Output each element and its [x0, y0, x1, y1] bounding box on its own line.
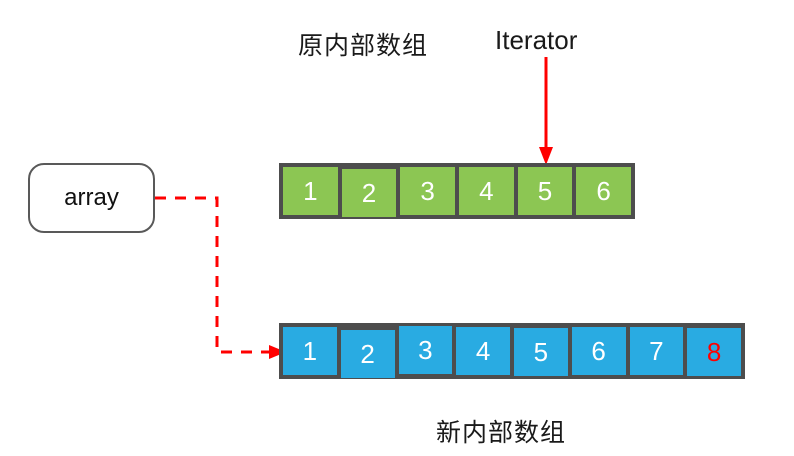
old-array-cell: 5: [517, 167, 573, 215]
old-array-title: 原内部数组: [298, 31, 429, 60]
new-array-cell: 7: [629, 327, 684, 375]
old-array-cell-value: 1: [303, 176, 318, 206]
new-array-cell: 1: [283, 327, 337, 375]
array-variable-label: array: [64, 184, 119, 211]
new-array-cell: 6: [571, 327, 626, 375]
iterator-title: Iterator: [495, 25, 578, 55]
old-array-cell-value: 6: [596, 176, 611, 206]
new-array-strip: 1 2 3 4 5 6 7 8: [279, 323, 745, 379]
array-variable-box: array: [28, 163, 155, 233]
new-array-cell-value: 5: [533, 337, 549, 367]
old-array-cell: 1: [283, 167, 338, 215]
new-array-cell-value: 1: [302, 336, 318, 366]
new-array-cell: 4: [456, 327, 510, 375]
new-array-cell: 8: [687, 328, 741, 376]
new-array-title: 新内部数组: [436, 418, 567, 447]
old-array-cell-value: 3: [420, 176, 435, 206]
array-reference-connector: [155, 196, 286, 359]
new-array-cell-value: 8: [706, 337, 722, 367]
old-array-cell-value: 2: [361, 178, 377, 208]
new-array-cell: 3: [398, 326, 453, 374]
new-array-cell: 5: [514, 328, 568, 376]
new-array-cell-value: 4: [475, 336, 491, 366]
new-array-cell: 2: [340, 330, 395, 378]
new-array-cell-value: 2: [360, 339, 375, 369]
new-array-cell-value: 6: [591, 336, 606, 366]
old-array-cell-value: 5: [537, 176, 553, 206]
old-array-strip: 1 2 3 4 5 6: [279, 163, 635, 219]
new-array-cell-value: 3: [418, 335, 433, 365]
old-array-cell: 3: [400, 167, 455, 215]
old-array-cell-value: 4: [479, 176, 494, 206]
old-array-cell: 4: [459, 167, 514, 215]
old-array-cell: 2: [341, 169, 397, 217]
iterator-arrow-icon: [539, 57, 553, 165]
old-array-cell: 6: [576, 167, 631, 215]
new-array-cell-value: 7: [649, 336, 664, 366]
